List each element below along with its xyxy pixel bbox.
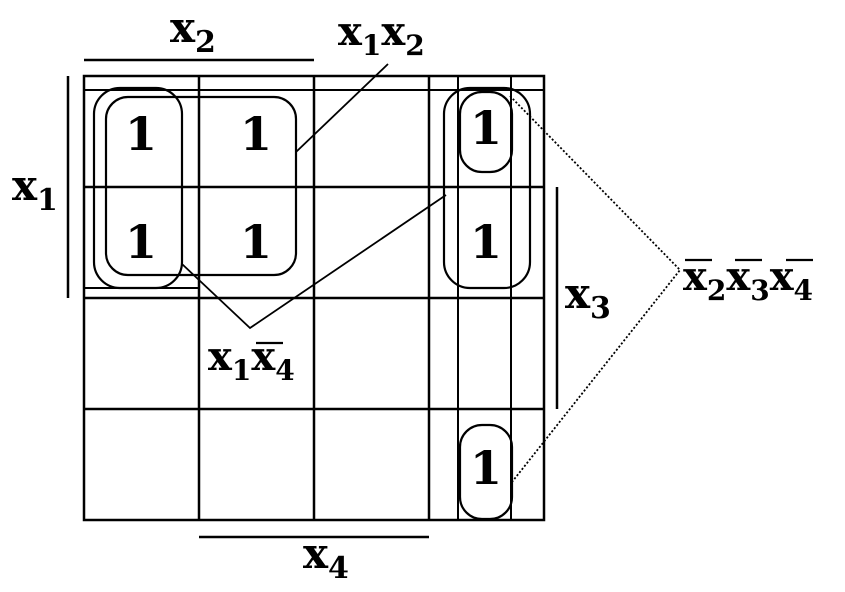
group-loop-x1x2 [104,95,298,277]
cell-r0c0: 1 [125,107,157,161]
cell-values: 1 1 1 1 1 1 1 [125,101,502,495]
cell-r0c1: 1 [240,107,272,161]
cell-r1c0: 1 [125,215,157,269]
group-loops [92,86,532,521]
karnaugh-grid [82,74,546,522]
term-x1x2: x1x2 [338,8,425,62]
cell-r1c1: 1 [240,215,272,269]
cell-r1c3: 1 [470,215,502,269]
group-loop-bottom-right [458,423,514,521]
term-x1-not-x4: x1x4 [208,333,295,387]
group-loop-top-right [458,90,514,174]
leader-lines [181,63,682,483]
leader-nx2nx3nx4 [509,95,682,483]
cell-r0c3: 1 [470,101,502,155]
label-x4: x4 [303,529,349,586]
cell-r3c3: 1 [470,441,502,495]
leader-x1nx4 [181,194,447,330]
group-loop-x1nx4 [92,86,184,290]
label-x2: x2 [170,3,216,60]
leader-x1x2 [295,63,389,153]
label-x1: x1 [12,161,58,218]
label-x3: x3 [565,269,611,326]
group-loop-x1nx4-right [442,86,532,290]
variable-bars [66,58,559,539]
